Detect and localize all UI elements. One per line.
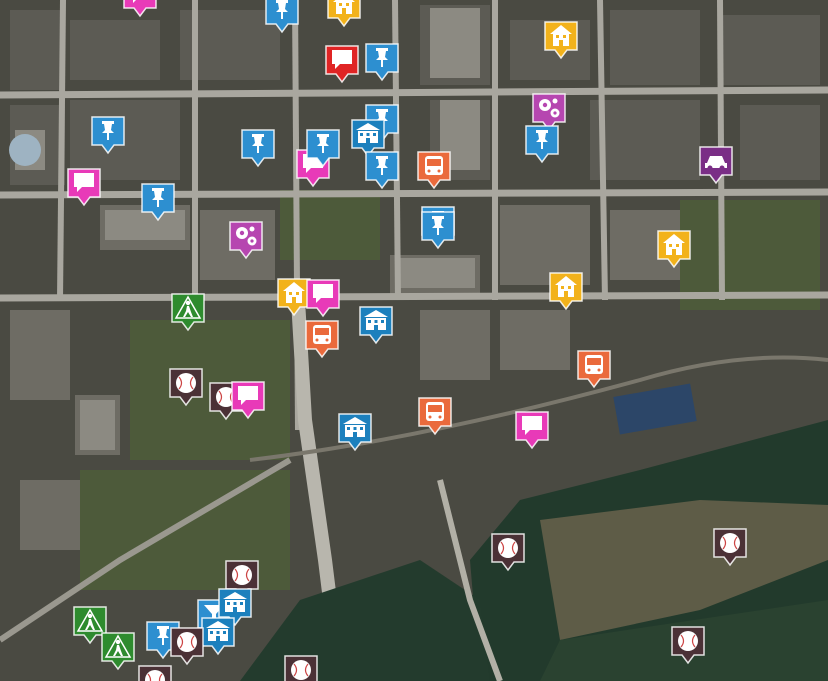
pedestrian-icon <box>171 293 205 332</box>
baseball-icon <box>169 368 203 407</box>
map-marker-building[interactable] <box>350 118 386 162</box>
baseball-icon <box>671 626 705 665</box>
map-marker-baseball[interactable] <box>169 626 205 670</box>
pushpin-icon <box>421 211 455 250</box>
bus-icon <box>417 151 451 190</box>
map-marker-baseball[interactable] <box>168 367 204 411</box>
map-marker-chat[interactable] <box>305 278 341 322</box>
map-marker-bus[interactable] <box>304 319 340 363</box>
map-marker-pedestrian[interactable] <box>100 631 136 675</box>
pushpin-icon <box>265 0 299 34</box>
map-marker-building[interactable] <box>358 305 394 349</box>
bus-icon <box>577 350 611 389</box>
map-marker-building[interactable] <box>217 587 253 631</box>
pedestrian-icon <box>101 632 135 671</box>
chat-bubble-icon <box>306 279 340 318</box>
pushpin-icon <box>91 116 125 155</box>
map-marker-bus[interactable] <box>416 150 452 194</box>
map-marker-building[interactable] <box>337 412 373 456</box>
map-marker-landmark[interactable] <box>364 150 400 194</box>
map-marker-bus[interactable] <box>576 349 612 393</box>
baseball-icon <box>713 528 747 567</box>
map-marker-housing[interactable] <box>548 271 584 315</box>
chat-bubble-icon <box>325 45 359 84</box>
chat-bubble-icon <box>515 411 549 450</box>
pushpin-icon <box>365 43 399 82</box>
baseball-icon <box>491 533 525 572</box>
map-marker-baseball[interactable] <box>670 625 706 669</box>
car-icon <box>699 146 733 185</box>
map-marker-housing[interactable] <box>543 20 579 64</box>
pushpin-icon <box>141 183 175 222</box>
chat-bubble-icon <box>123 0 157 18</box>
pedestrian-icon <box>73 606 107 645</box>
building-icon <box>351 119 385 158</box>
map-marker-chat[interactable] <box>514 410 550 454</box>
building-icon <box>218 588 252 627</box>
map-marker-pedestrian[interactable] <box>72 605 108 649</box>
building-icon <box>201 617 235 656</box>
pushpin-icon <box>525 125 559 164</box>
map-marker-settings[interactable] <box>228 220 264 264</box>
chat-bubble-icon <box>231 381 265 420</box>
pushpin-icon <box>365 151 399 190</box>
bus-icon <box>305 320 339 359</box>
pushpin-icon <box>241 129 275 168</box>
house-icon <box>549 272 583 311</box>
baseball-icon <box>138 665 172 681</box>
map-marker-landmark[interactable] <box>420 210 456 254</box>
map-marker-chat[interactable] <box>122 0 158 22</box>
map-marker-housing[interactable] <box>276 277 312 321</box>
map-marker-baseball[interactable] <box>137 664 173 681</box>
map-marker-landmark[interactable] <box>264 0 300 38</box>
house-icon <box>544 21 578 60</box>
map-marker-alert[interactable] <box>324 44 360 88</box>
map-marker-landmark[interactable] <box>305 128 341 172</box>
building-icon <box>359 306 393 345</box>
map-marker-housing[interactable] <box>656 229 692 273</box>
map-marker-baseball[interactable] <box>490 532 526 576</box>
house-icon <box>277 278 311 317</box>
map-marker-baseball[interactable] <box>283 654 319 681</box>
building-icon <box>338 413 372 452</box>
map-marker-pedestrian[interactable] <box>170 292 206 336</box>
pushpin-icon <box>306 129 340 168</box>
baseball-icon <box>284 655 318 681</box>
map-marker-baseball[interactable] <box>712 527 748 571</box>
gears-icon <box>229 221 263 260</box>
map-marker-housing[interactable] <box>326 0 362 32</box>
map-marker-landmark[interactable] <box>524 124 560 168</box>
map-marker-landmark[interactable] <box>240 128 276 172</box>
map-marker-building[interactable] <box>200 616 236 660</box>
chat-bubble-icon <box>67 168 101 207</box>
map-marker-bus[interactable] <box>417 396 453 440</box>
baseball-icon <box>170 627 204 666</box>
house-icon <box>657 230 691 269</box>
map-marker-chat[interactable] <box>66 167 102 211</box>
house-icon <box>327 0 361 28</box>
map-marker-vehicle[interactable] <box>698 145 734 189</box>
map-marker-landmark[interactable] <box>140 182 176 226</box>
map-marker-landmark[interactable] <box>90 115 126 159</box>
map-marker-chat[interactable] <box>230 380 266 424</box>
bus-icon <box>418 397 452 436</box>
map-marker-landmark[interactable] <box>364 42 400 86</box>
